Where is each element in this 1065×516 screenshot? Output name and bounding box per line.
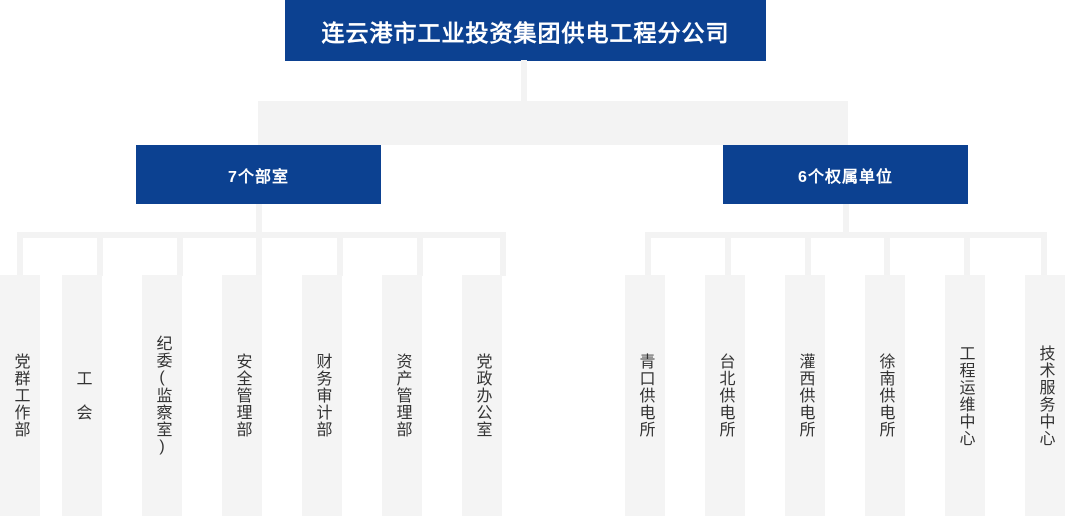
leaf-unit-2[interactable]: 台北供电所 (705, 275, 745, 516)
connector-drop-unit-1 (645, 232, 651, 276)
connector-drop-dept-3 (177, 232, 183, 276)
leaf-label-unit-2: 台北供电所 (716, 353, 734, 438)
leaf-label-dept-5: 财务审计部 (313, 353, 331, 438)
leaf-label-dept-6: 资产管理部 (393, 353, 411, 438)
leaf-label-dept-4: 安全管理部 (233, 353, 251, 438)
connector-stem-departments (256, 204, 262, 236)
connector-drop-dept-1 (17, 232, 23, 276)
leaf-dept-3[interactable]: 纪委(监察室) (142, 275, 182, 516)
leaf-label-dept-2: 工 会 (73, 370, 91, 421)
connector-drop-unit-5 (964, 232, 970, 276)
connector-drop-unit-4 (884, 232, 890, 276)
leaf-dept-5[interactable]: 财务审计部 (302, 275, 342, 516)
connector-drop-dept-5 (337, 232, 343, 276)
leaf-label-unit-5: 工程运维中心 (956, 344, 974, 447)
connector-drop-dept-4 (256, 232, 262, 276)
connector-drop-unit-3 (805, 232, 811, 276)
leaf-dept-6[interactable]: 资产管理部 (382, 275, 422, 516)
leaf-label-unit-3: 灌西供电所 (796, 353, 814, 438)
group-box-departments[interactable]: 7个部室 (136, 145, 381, 204)
leaf-dept-7[interactable]: 党政办公室 (462, 275, 502, 516)
connector-root-stem (521, 60, 527, 102)
connector-stem-affiliated (843, 204, 849, 236)
leaf-unit-4[interactable]: 徐南供电所 (865, 275, 905, 516)
connector-drop-dept-2 (97, 232, 103, 276)
leaf-dept-2[interactable]: 工 会 (62, 275, 102, 516)
leaf-label-dept-7: 党政办公室 (473, 353, 491, 438)
connector-drop-dept-7 (500, 232, 506, 276)
connector-drop-dept-6 (417, 232, 423, 276)
leaf-unit-6[interactable]: 技术服务中心 (1025, 275, 1065, 516)
leaf-dept-4[interactable]: 安全管理部 (222, 275, 262, 516)
company-name: 连云港市工业投资集团供电工程分公司 (321, 19, 730, 46)
leaf-label-unit-6: 技术服务中心 (1036, 344, 1054, 447)
leaf-unit-3[interactable]: 灌西供电所 (785, 275, 825, 516)
connector-drop-unit-6 (1041, 232, 1047, 276)
company-banner: 连云港市工业投资集团供电工程分公司 (285, 0, 766, 61)
leaf-dept-1[interactable]: 党群工作部 (0, 275, 40, 516)
connector-drop-unit-2 (725, 232, 731, 276)
leaf-unit-5[interactable]: 工程运维中心 (945, 275, 985, 516)
group-box-affiliated-units[interactable]: 6个权属单位 (723, 145, 968, 204)
group-label-affiliated-units: 6个权属单位 (798, 168, 893, 186)
leaf-label-dept-1: 党群工作部 (11, 353, 29, 438)
group-label-departments: 7个部室 (228, 168, 289, 186)
leaf-label-dept-3: 纪委(监察室) (153, 335, 171, 456)
leaf-unit-1[interactable]: 青口供电所 (625, 275, 665, 516)
leaf-label-unit-4: 徐南供电所 (876, 353, 894, 438)
connector-bridge (258, 101, 848, 145)
leaf-label-unit-1: 青口供电所 (636, 353, 654, 438)
connector-rail-affiliated (645, 232, 1047, 238)
